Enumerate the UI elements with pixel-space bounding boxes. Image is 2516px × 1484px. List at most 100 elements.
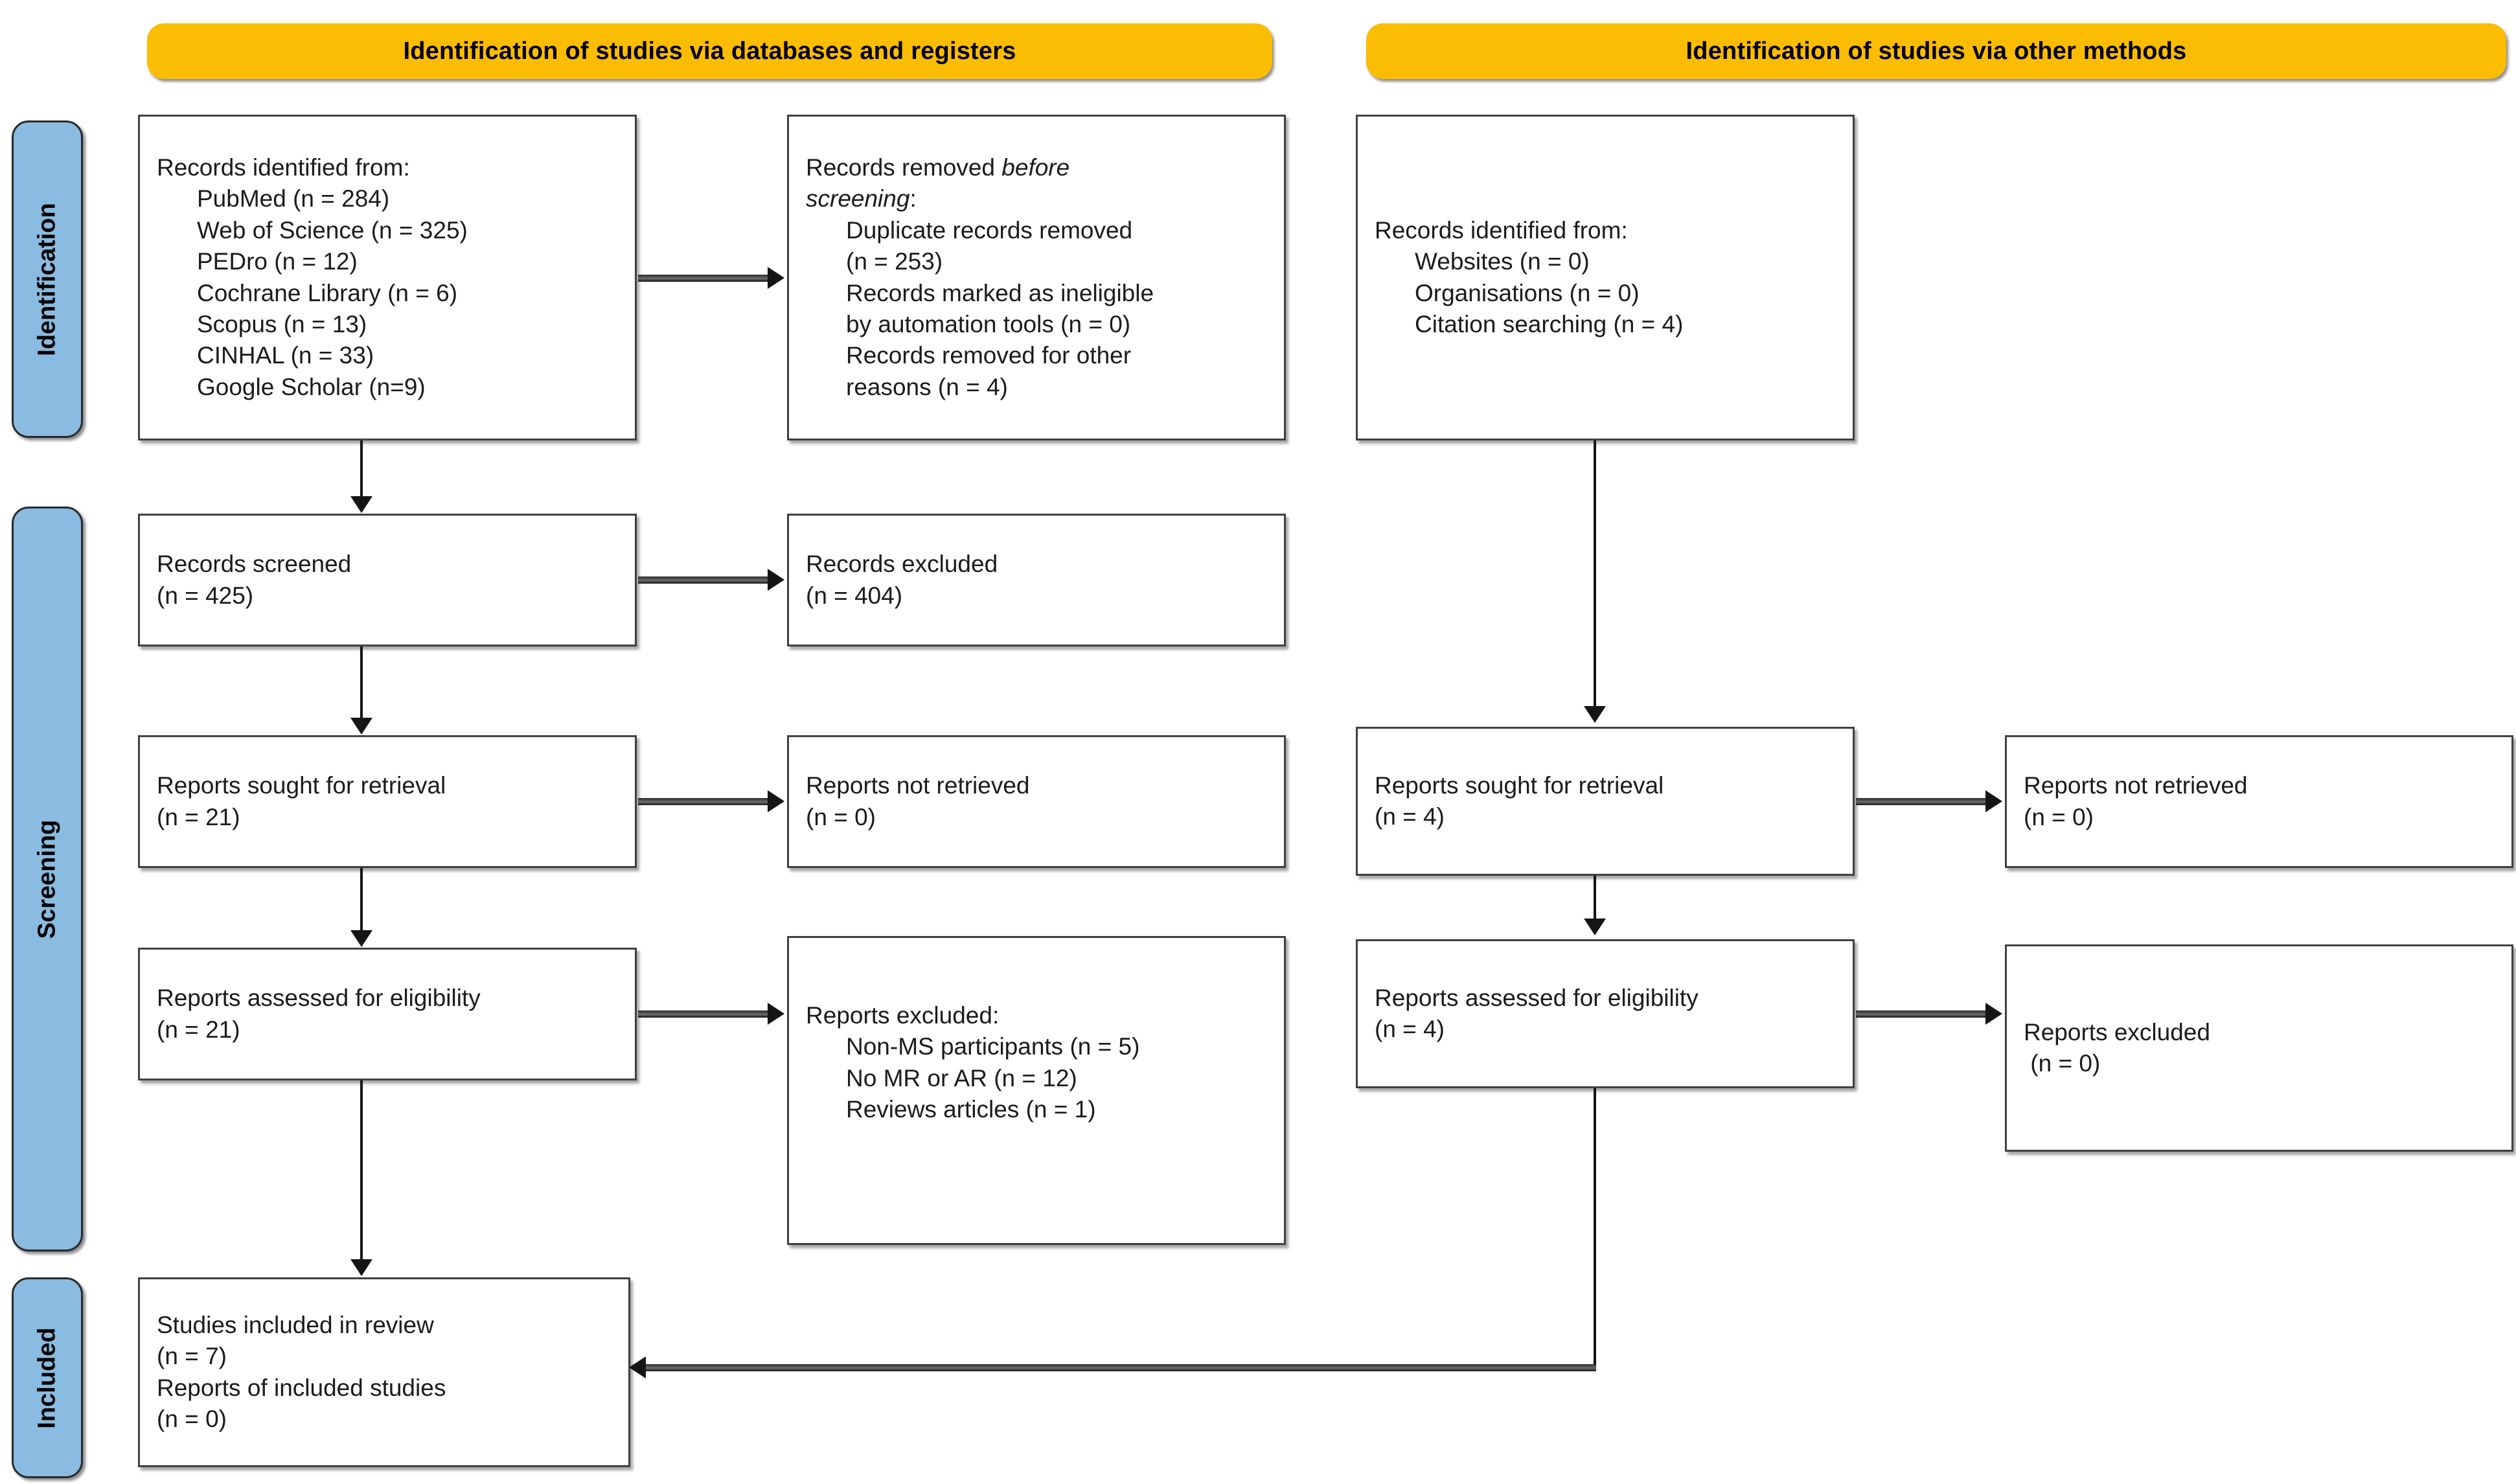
connector-screened-to-excluded [638,576,768,584]
records-removed-heading-em: before [1001,154,1070,181]
box-reports-assessed-left: Reports assessed for eligibility (n = 21… [138,948,637,1080]
arrow-sought-to-assessed [350,930,372,947]
box-reports-assessed-right: Reports assessed for eligibility (n = 4) [1356,939,1855,1088]
arrow-assessed-to-excluded [768,1003,784,1025]
records-removed-heading-post: : [909,185,917,212]
banner-other-methods: Identification of studies via other meth… [1366,23,2506,79]
box-reports-sought-right: Reports sought for retrieval (n = 4) [1356,727,1855,876]
arrow-screened-to-sought [350,718,372,735]
reports-excluded-right-label: Reports excluded [2024,1018,2210,1045]
records-identified-item: PubMed (n = 284) [197,185,390,212]
arrow-assessed-to-included [350,1259,372,1276]
reports-assessed-right-count: (n = 4) [1375,1016,1445,1042]
records-removed-item: reasons (n = 4) [846,373,1008,400]
arrow-right-sought-to-not-retrieved [1985,790,2002,812]
studies-included-line2: (n = 7) [157,1343,227,1370]
records-identified-item: PEDro (n = 12) [197,248,358,275]
reports-not-retrieved-right-label: Reports not retrieved [2024,772,2248,799]
reports-not-retrieved-label: Reports not retrieved [806,772,1030,799]
connector-right-assessed-to-excluded [1856,1010,1985,1018]
reports-assessed-label: Reports assessed for eligibility [157,985,481,1012]
records-identified-other-heading: Records identified from: [1375,216,1628,244]
arrow-right-assessed-to-included [629,1356,646,1378]
records-removed-item: Duplicate records removed [846,216,1133,244]
connector-sought-to-not-retrieved [638,798,768,805]
reports-sought-right-count: (n = 4) [1375,803,1445,830]
records-identified-item: Google Scholar (n=9) [197,373,426,400]
connector-right-assessed-elbow-vertical [1594,1088,1596,1368]
rail-screening-label: Screening [33,819,61,939]
box-records-screened: Records screened (n = 425) [138,514,637,646]
studies-included-line1: Studies included in review [157,1311,434,1338]
arrow-right-assessed-to-excluded [1985,1003,2002,1025]
connector-right-sought-to-assessed [1594,876,1596,920]
arrow-sought-to-not-retrieved [768,790,784,812]
records-removed-item: Records removed for other [846,342,1132,369]
records-excluded-label: Records excluded [806,551,998,578]
records-identified-item: CINHAL (n = 33) [197,342,374,369]
studies-included-line4: (n = 0) [157,1405,227,1432]
box-reports-excluded-right: Reports excluded (n = 0) [2005,944,2513,1152]
reports-excluded-right-count: (n = 0) [2024,1050,2101,1077]
reports-excluded-item: Non-MS participants (n = 5) [846,1033,1140,1060]
rail-identification: Identification [12,120,83,438]
arrow-right-sought-to-assessed [1584,919,1606,935]
box-records-removed-before-screening: Records removed before screening: Duplic… [787,115,1286,440]
records-screened-count: (n = 425) [157,582,254,609]
box-reports-not-retrieved-right: Reports not retrieved (n = 0) [2005,735,2513,868]
connector-assessed-to-included [360,1080,363,1261]
records-identified-heading: Records identified from: [157,154,410,181]
rail-identification-label: Identification [33,202,61,356]
connector-identified-to-removed [638,275,768,282]
reports-not-retrieved-count: (n = 0) [806,803,876,830]
records-identified-other-item: Organisations (n = 0) [1415,279,1640,306]
reports-excluded-item: Reviews articles (n = 1) [846,1096,1096,1123]
connector-sought-to-assessed [360,868,363,931]
records-removed-heading-em2: screening [806,185,910,212]
reports-not-retrieved-right-count: (n = 0) [2024,803,2094,830]
records-removed-heading-pre: Records removed [806,154,1002,181]
box-reports-sought-left: Reports sought for retrieval (n = 21) [138,735,637,868]
rail-included: Included [12,1277,83,1478]
records-identified-item: Scopus (n = 13) [197,310,367,337]
connector-right-assessed-elbow-horizontal [646,1364,1596,1371]
records-screened-label: Records screened [157,551,352,578]
records-removed-item: Records marked as ineligible [846,279,1154,306]
box-records-identified-databases: Records identified from: PubMed (n = 284… [138,115,637,440]
rail-screening: Screening [12,507,83,1251]
arrow-screened-to-excluded [768,569,784,591]
arrow-identified-to-screened [350,496,372,513]
connector-right-sought-to-not-retrieved [1856,798,1985,805]
connector-screened-to-sought [360,646,363,719]
box-studies-included: Studies included in review (n = 7) Repor… [138,1277,630,1467]
records-excluded-count: (n = 404) [806,582,903,609]
banner-databases-label: Identification of studies via databases … [403,37,1016,65]
reports-sought-right-label: Reports sought for retrieval [1375,771,1664,799]
records-identified-item: Cochrane Library (n = 6) [197,279,458,306]
reports-excluded-item: No MR or AR (n = 12) [846,1064,1077,1091]
arrow-identified-to-removed [768,267,784,289]
records-removed-item: (n = 253) [846,248,943,275]
studies-included-line3: Reports of included studies [157,1374,446,1401]
records-removed-heading-line2: screening: [806,183,1267,214]
records-identified-item: Web of Science (n = 325) [197,216,468,244]
banner-databases-registers: Identification of studies via databases … [147,23,1272,79]
box-records-excluded: Records excluded (n = 404) [787,514,1286,646]
banner-other-methods-label: Identification of studies via other meth… [1686,37,2187,65]
records-removed-item: by automation tools (n = 0) [846,310,1131,337]
reports-sought-label: Reports sought for retrieval [157,772,446,799]
reports-sought-count: (n = 21) [157,803,240,830]
connector-identified-to-screened [360,440,363,497]
connector-assessed-to-excluded [638,1010,768,1018]
records-identified-other-item: Citation searching (n = 4) [1415,310,1684,337]
arrow-other-identified-to-sought [1584,706,1606,723]
box-reports-not-retrieved-left: Reports not retrieved (n = 0) [787,735,1286,868]
reports-assessed-right-label: Reports assessed for eligibility [1375,984,1698,1011]
reports-excluded-heading: Reports excluded: [806,1002,1000,1029]
reports-assessed-count: (n = 21) [157,1016,240,1043]
records-identified-other-item: Websites (n = 0) [1415,248,1590,275]
connector-other-identified-to-sought [1594,440,1596,707]
records-removed-heading-line1: Records removed before [806,152,1267,183]
box-records-identified-other: Records identified from: Websites (n = 0… [1356,115,1855,440]
